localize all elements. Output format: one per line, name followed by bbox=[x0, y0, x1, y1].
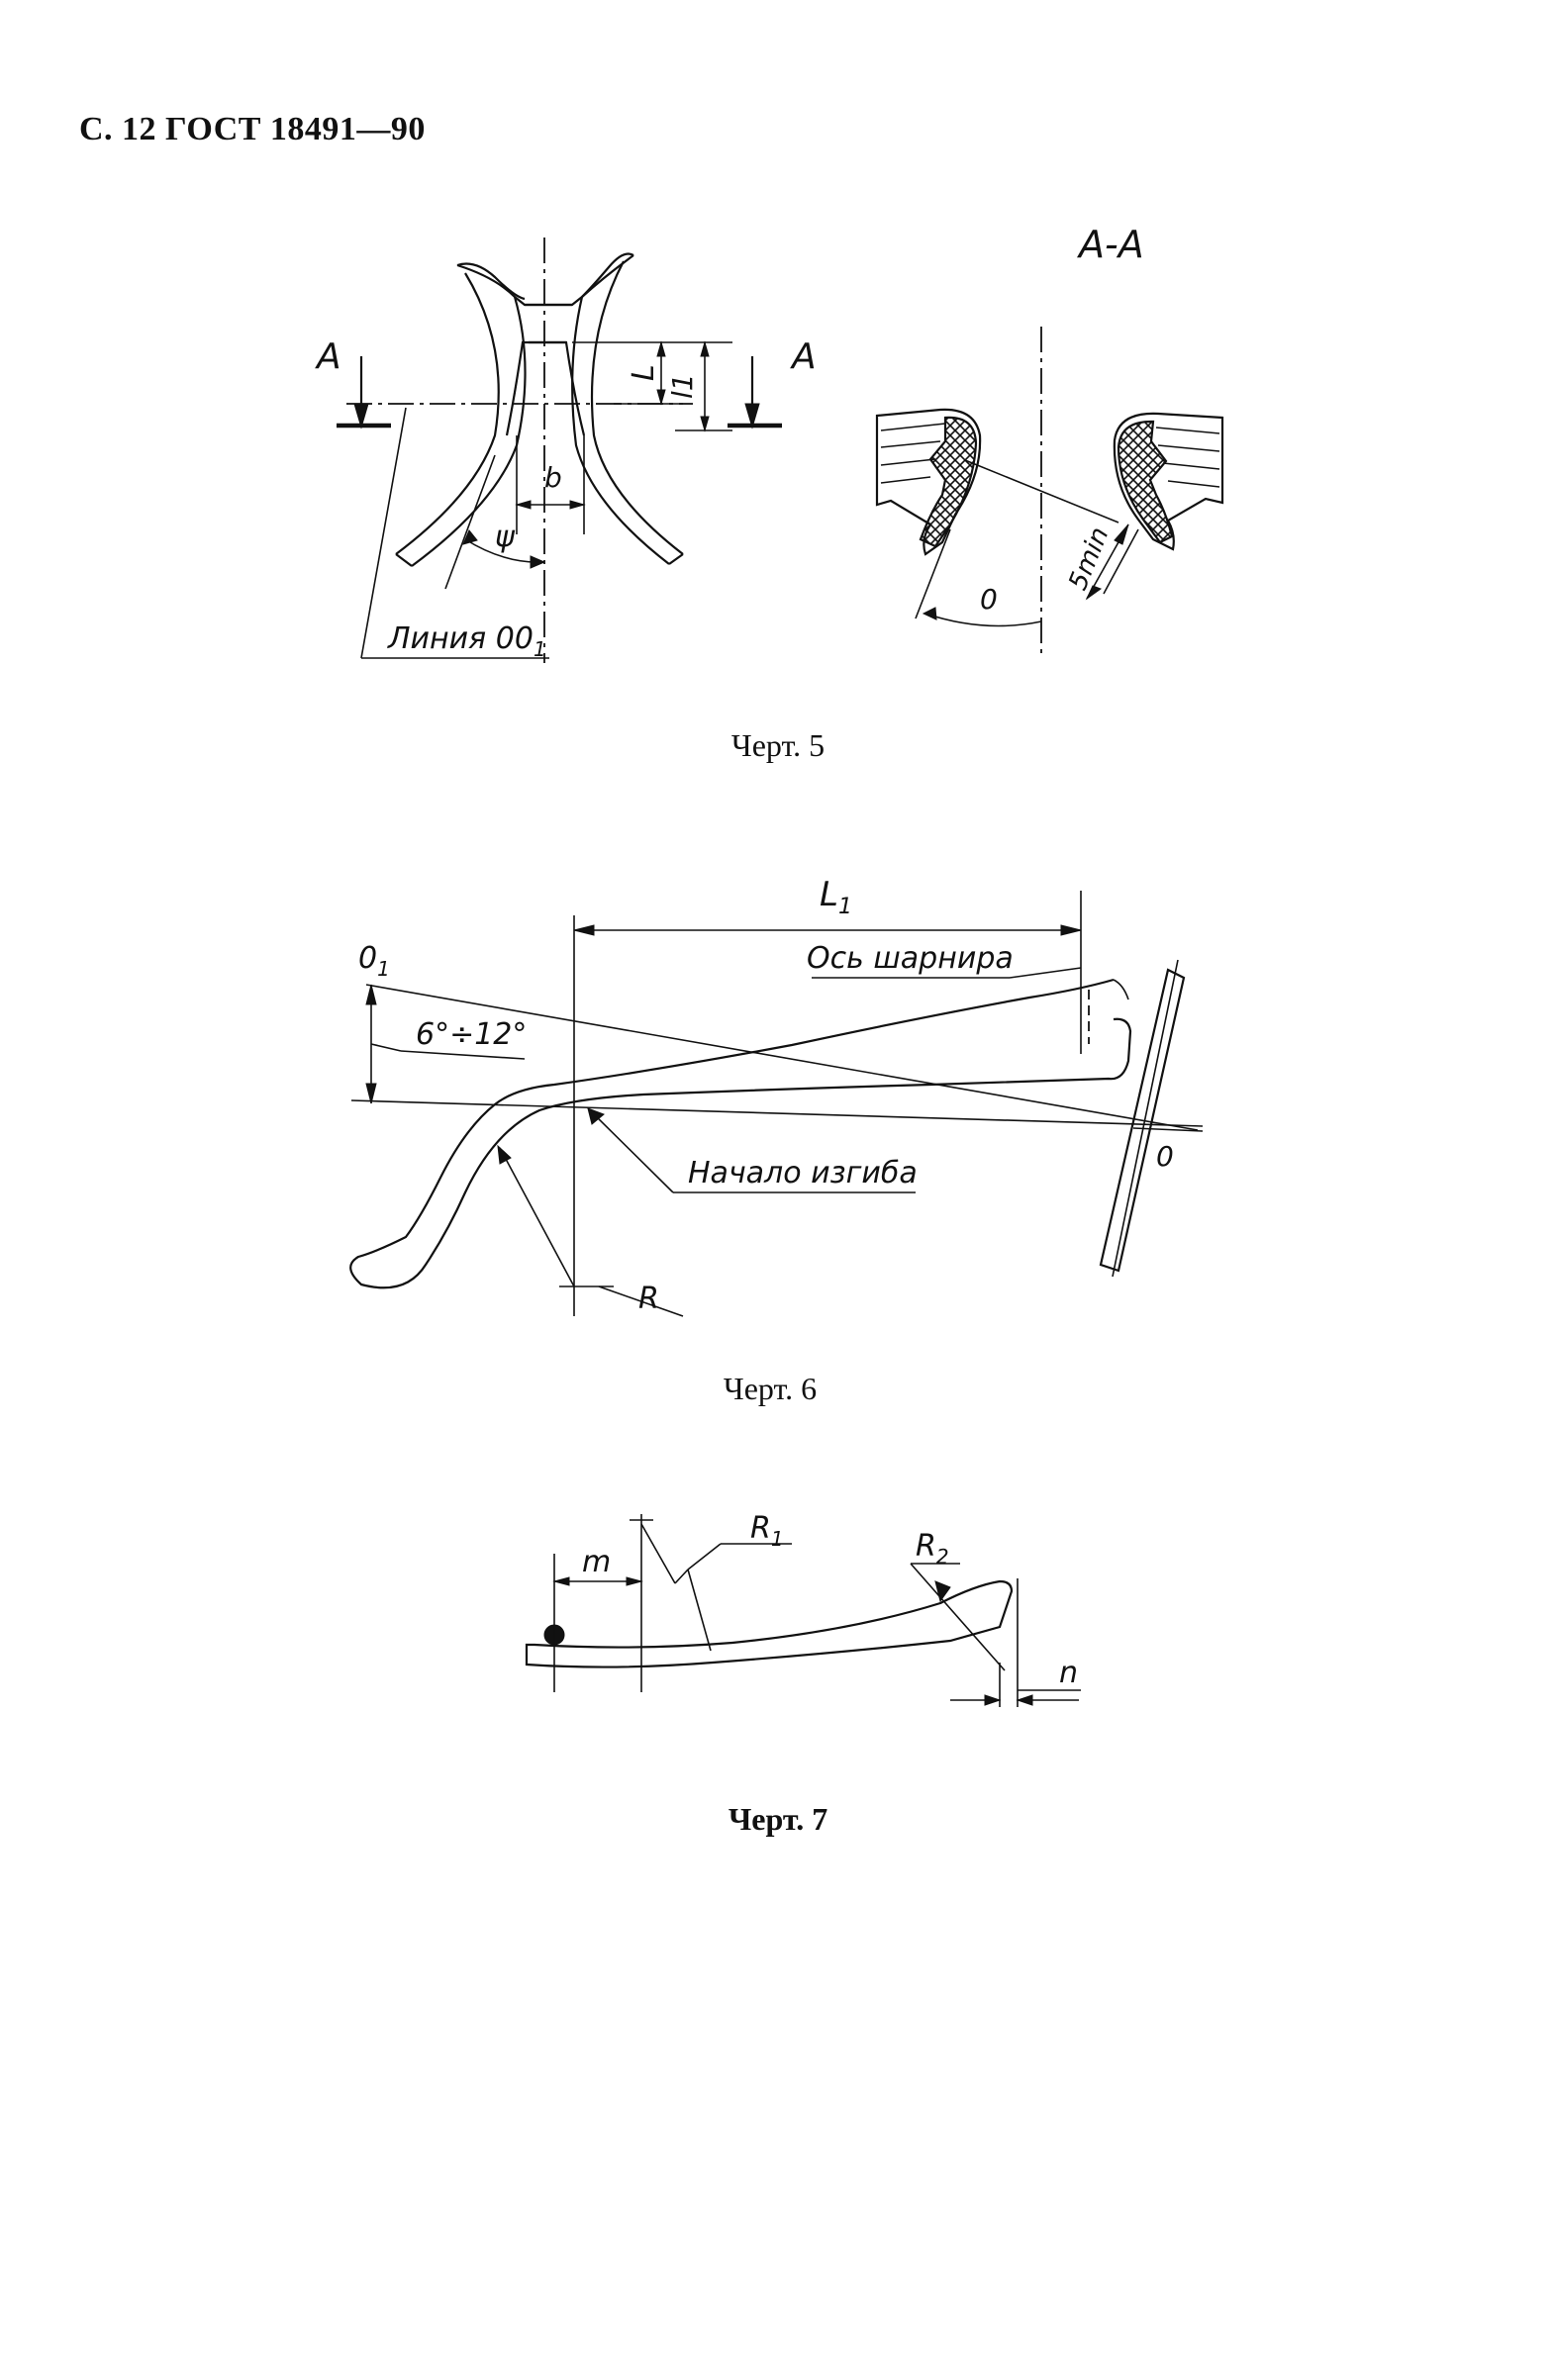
label-L1: L1 bbox=[820, 875, 852, 919]
label-5min: 5min bbox=[1063, 524, 1115, 595]
label-hinge-axis: Ось шарнира bbox=[807, 941, 1014, 976]
label-01: 01 bbox=[358, 941, 390, 981]
section-title: А-А bbox=[1076, 223, 1144, 266]
label-0-section: 0 bbox=[980, 583, 998, 616]
label-l1: l1 bbox=[666, 373, 699, 399]
caption-fig-5: Черт. 5 bbox=[730, 727, 826, 763]
label-R1: R1 bbox=[750, 1511, 784, 1551]
label-bend-start: Начало изгиба bbox=[688, 1156, 918, 1190]
label-n: n bbox=[1059, 1656, 1078, 1690]
label-R2-sub: 2 bbox=[936, 1545, 949, 1569]
figure-6-drawing: L1 Ось шарнира 01 6°÷12° Начало изгиба R… bbox=[349, 875, 1204, 1317]
temple-bend-drawing bbox=[349, 891, 1204, 1317]
label-b: b bbox=[544, 461, 562, 494]
label-R1-sub: 1 bbox=[771, 1527, 784, 1551]
label-01-main: 0 bbox=[358, 941, 377, 976]
spring-hinge-drawing bbox=[525, 1514, 1081, 1707]
label-01-sub: 1 bbox=[377, 957, 390, 981]
label-R2: R2 bbox=[916, 1529, 949, 1569]
label-m: m bbox=[582, 1545, 611, 1579]
bridge-front-view bbox=[337, 238, 782, 663]
label-L1-main: L bbox=[820, 875, 838, 914]
caption-fig-7: Черт. 7 bbox=[728, 1801, 828, 1837]
page-header: С. 12 ГОСТ 18491—90 bbox=[79, 111, 426, 147]
label-a-right: А bbox=[790, 336, 817, 377]
figure-5-drawing: А А L l1 b ψ Линия 001 А-А 5min bbox=[315, 223, 1224, 663]
label-a-left: А bbox=[315, 336, 341, 377]
label-L: L bbox=[627, 364, 661, 381]
label-0: 0 bbox=[1156, 1140, 1174, 1173]
label-R: R bbox=[638, 1282, 659, 1316]
caption-fig-6: Черт. 6 bbox=[723, 1371, 818, 1406]
figure-7-drawing: m R1 R2 n bbox=[525, 1511, 1081, 1707]
label-R2-main: R bbox=[916, 1529, 936, 1564]
label-line-oo1-main: Линия 00 bbox=[387, 621, 534, 656]
section-a-a-view bbox=[875, 327, 1224, 653]
label-R1-main: R bbox=[750, 1511, 771, 1546]
label-line-oo1-sub: 1 bbox=[534, 637, 546, 661]
label-psi: ψ bbox=[495, 520, 516, 554]
label-line-oo1: Линия 001 bbox=[387, 621, 546, 661]
label-angle: 6°÷12° bbox=[416, 1017, 527, 1052]
label-L1-sub: 1 bbox=[838, 895, 852, 919]
